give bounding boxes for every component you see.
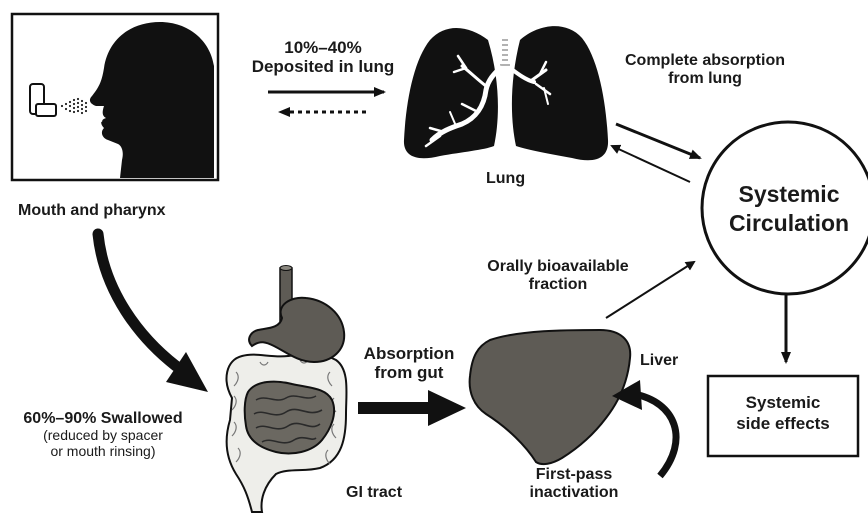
systemic-circulation-label: Systemic Circulation — [711, 180, 867, 238]
deposited-line2: Deposited in lung — [236, 57, 410, 76]
gi-tract-label: GI tract — [346, 484, 402, 502]
deposited-label: 10%–40% Deposited in lung — [236, 38, 410, 76]
lung-illustration — [404, 26, 608, 160]
mouth-pharynx-label: Mouth and pharynx — [18, 202, 166, 220]
absorption-gut-line1: Absorption — [346, 344, 472, 363]
systemic-circulation-line2: Circulation — [711, 209, 867, 238]
first-pass-label: First-pass inactivation — [514, 466, 634, 502]
deposition-arrows — [268, 92, 384, 112]
side-effects-line2: side effects — [708, 413, 858, 434]
swallowed-label: 60%–90% Swallowed (reduced by spacer or … — [8, 410, 198, 459]
oral-fraction-label: Orally bioavailable fraction — [458, 258, 658, 294]
complete-absorption-line1: Complete absorption — [602, 52, 808, 70]
first-pass-line1: First-pass — [514, 466, 634, 484]
liver-label: Liver — [640, 352, 678, 370]
circulation-to-lung-arrow — [612, 146, 690, 182]
systemic-circulation-line1: Systemic — [711, 180, 867, 209]
liver-illustration — [470, 330, 631, 464]
swallow-arrow — [98, 234, 176, 366]
mouth-pharynx-panel — [12, 14, 218, 180]
swallowed-line2: (reduced by spacer — [8, 428, 198, 444]
lung-label: Lung — [486, 170, 525, 188]
gut-to-liver-arrow — [358, 390, 466, 426]
deposited-line1: 10%–40% — [236, 38, 410, 57]
absorption-gut-line2: from gut — [346, 363, 472, 382]
complete-absorption-label: Complete absorption from lung — [602, 52, 808, 88]
stomach — [249, 298, 344, 362]
swallowed-line3: or mouth rinsing) — [8, 444, 198, 460]
oral-fraction-line2: fraction — [458, 276, 658, 294]
absorption-gut-label: Absorption from gut — [346, 344, 472, 382]
gi-tract-illustration — [227, 266, 347, 513]
swallowed-line1: 60%–90% Swallowed — [8, 410, 198, 428]
first-pass-line2: inactivation — [514, 484, 634, 502]
side-effects-label: Systemic side effects — [708, 392, 858, 435]
trachea — [500, 40, 510, 65]
oral-fraction-line1: Orally bioavailable — [458, 258, 658, 276]
complete-absorption-line2: from lung — [602, 70, 808, 88]
side-effects-line1: Systemic — [708, 392, 858, 413]
right-lung — [512, 26, 608, 160]
